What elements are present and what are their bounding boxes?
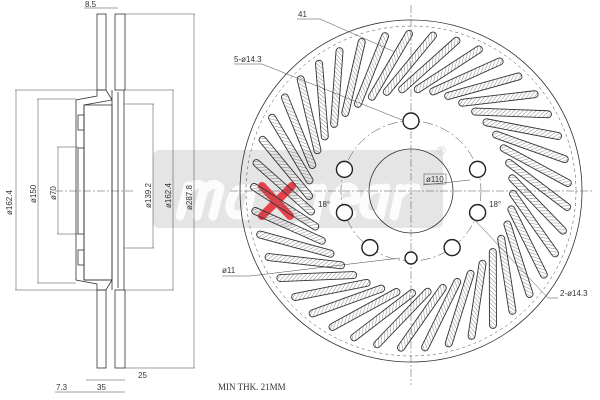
- cooling-vane: [497, 234, 517, 315]
- bolt-hole: [468, 160, 487, 179]
- hat-cavity: [83, 104, 113, 281]
- cooling-vane: [315, 59, 329, 141]
- cooling-vane: [330, 47, 344, 128]
- section-view: 8.5 ø162.4 ø150 ø70 ø139.2 ø162.4 ø287.8…: [5, 0, 195, 393]
- bolt-holes: [335, 112, 487, 265]
- label-center-hole: ø110: [426, 175, 444, 184]
- cooling-vane: [482, 118, 563, 140]
- cooling-vane: [444, 269, 475, 348]
- cooling-vane: [467, 259, 487, 340]
- cooling-vane: [350, 289, 417, 342]
- label-bolt-holes: 5-ø14.3: [234, 55, 262, 64]
- cooling-vane: [328, 288, 401, 331]
- dim-dia-162-left: ø162.4: [5, 190, 14, 215]
- cooling-vane: [373, 287, 432, 349]
- cooling-vane: [256, 230, 335, 258]
- dim-dia-139: ø139.2: [144, 183, 153, 208]
- cooling-vane: [252, 159, 315, 216]
- cooling-vane: [367, 30, 413, 101]
- hat-section: [75, 89, 113, 291]
- cooling-vane: [508, 174, 567, 235]
- cooling-vane: [251, 207, 326, 245]
- cooling-vane: [308, 284, 386, 318]
- friction-ring-outer-bottom: [96, 289, 107, 369]
- cooling-vane: [250, 183, 320, 231]
- bolt-hole: [468, 203, 487, 222]
- label-vane-count: 41: [298, 10, 307, 19]
- bolt-hole: [335, 203, 354, 222]
- cooling-vane: [444, 72, 523, 100]
- dim-height-35: 35: [97, 383, 106, 392]
- label-angle-right: 18°: [489, 200, 501, 209]
- watermark: ®: [153, 144, 446, 233]
- cooling-vane: [268, 113, 314, 185]
- cooling-vane: [280, 93, 317, 169]
- cooling-vane: [397, 284, 447, 352]
- cooling-vane: [421, 278, 462, 352]
- cooling-vane: [398, 36, 461, 94]
- friction-ring-inner-top: [114, 13, 126, 91]
- cooling-vane: [505, 158, 572, 211]
- friction-ring-outer-top: [96, 13, 107, 91]
- dim-offset-25: 25: [138, 371, 147, 380]
- dim-dia-162-right: ø162.4: [164, 183, 173, 208]
- watermark-logo: [175, 180, 421, 233]
- dim-dia-287: ø287.8: [185, 185, 194, 210]
- cooling-vane: [488, 248, 497, 329]
- cooling-vane: [353, 32, 389, 108]
- cooling-vane: [264, 253, 345, 270]
- cooling-vanes: [250, 30, 572, 352]
- dim-hub-7: 7.3: [56, 383, 68, 392]
- label-angle-left: 18°: [318, 200, 330, 209]
- pin-hole: [404, 251, 418, 265]
- min-thickness-note: MIN THK. 21MM: [218, 382, 286, 392]
- dim-dia-70: ø70: [49, 186, 58, 200]
- cooling-vane: [291, 278, 371, 301]
- cooling-vane: [471, 107, 552, 119]
- dim-dia-150: ø150: [29, 184, 38, 203]
- bolt-hole: [443, 238, 461, 257]
- cooling-vane: [503, 220, 534, 298]
- cooling-vane: [341, 37, 366, 117]
- registered-mark: ®: [437, 144, 446, 158]
- cooling-vane: [492, 130, 569, 164]
- label-extra-holes: 2-ø14.3: [560, 289, 588, 298]
- friction-ring-inner-bottom: [114, 289, 126, 369]
- cooling-vane: [429, 57, 504, 96]
- cooling-vane: [458, 90, 539, 107]
- bolt-hole: [335, 160, 354, 179]
- cooling-vane: [296, 75, 322, 155]
- cooling-vane: [413, 45, 483, 94]
- cooling-vane: [258, 135, 314, 200]
- cooling-vane: [276, 271, 358, 282]
- cooling-vane: [499, 144, 572, 187]
- label-pin-hole: ø11: [222, 266, 236, 275]
- dim-width-top: 8.5: [85, 0, 97, 9]
- cooling-vane: [382, 31, 437, 96]
- bolt-hole: [361, 238, 379, 257]
- bolt-hole: [402, 112, 420, 130]
- front-view: 41 5-ø14.3 2-ø14.3 ø11 ø110 18° 18°: [222, 5, 592, 385]
- cooling-vane: [507, 205, 548, 279]
